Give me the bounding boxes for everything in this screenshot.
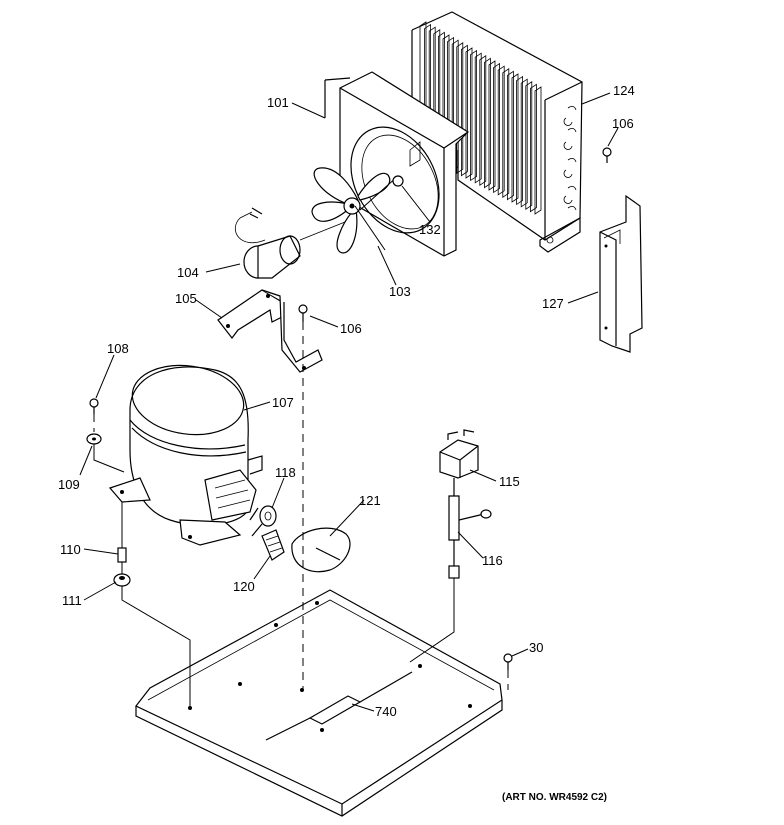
label-109: 109 bbox=[58, 477, 80, 492]
overload-relay bbox=[249, 505, 277, 537]
label-115: 115 bbox=[499, 474, 520, 489]
grommet-111 bbox=[113, 573, 131, 587]
label-103: 103 bbox=[389, 284, 411, 299]
condenser-fin bbox=[497, 65, 505, 196]
leader-lines bbox=[79, 92, 619, 712]
condenser-fin bbox=[474, 52, 482, 184]
condenser-fin bbox=[520, 78, 528, 208]
condenser-fin bbox=[507, 70, 514, 201]
label-127: 127 bbox=[542, 296, 564, 311]
label-121: 121 bbox=[359, 493, 381, 508]
condenser-fin bbox=[465, 47, 473, 179]
compressor bbox=[108, 364, 263, 546]
screw-106-lower bbox=[298, 304, 308, 322]
condenser-fin bbox=[470, 49, 477, 182]
filter-drier bbox=[265, 671, 413, 741]
screw-30 bbox=[503, 653, 513, 670]
label-101: 101 bbox=[267, 95, 289, 110]
relay-cover bbox=[291, 527, 351, 573]
condenser-fin bbox=[461, 44, 468, 177]
condenser-fin bbox=[525, 81, 533, 210]
solenoid-coil bbox=[439, 429, 479, 479]
label-106-lower: 106 bbox=[340, 321, 362, 336]
art-number: (ART NO. WR4592 C2) bbox=[502, 792, 607, 803]
base-plate bbox=[135, 589, 503, 817]
label-120: 120 bbox=[233, 579, 255, 594]
condenser-fin bbox=[516, 75, 523, 206]
fan-motor bbox=[235, 207, 346, 279]
label-116: 116 bbox=[482, 553, 503, 568]
fan-blade bbox=[311, 167, 404, 254]
spacer-110 bbox=[117, 547, 127, 563]
label-132: 132 bbox=[419, 222, 441, 237]
mounting-panel bbox=[599, 194, 643, 353]
label-124: 124 bbox=[613, 83, 635, 98]
label-107: 107 bbox=[272, 395, 294, 410]
condenser-fin bbox=[511, 73, 519, 203]
part-labels: 101 124 106 132 104 103 105 106 127 108 … bbox=[58, 83, 635, 803]
screw-108 bbox=[89, 398, 99, 414]
relay-clip bbox=[261, 529, 285, 561]
label-105: 105 bbox=[175, 291, 197, 306]
label-104: 104 bbox=[177, 265, 199, 280]
solenoid-valve bbox=[448, 478, 492, 579]
condenser-fin bbox=[488, 60, 496, 191]
label-108: 108 bbox=[107, 341, 129, 356]
screw-106-upper bbox=[602, 147, 612, 163]
condenser-fin bbox=[493, 62, 500, 194]
label-110: 110 bbox=[60, 542, 81, 557]
condenser-coil bbox=[411, 11, 583, 253]
condenser-fin bbox=[530, 83, 537, 213]
condenser-fin bbox=[502, 68, 510, 198]
label-30: 30 bbox=[529, 640, 543, 655]
label-118: 118 bbox=[275, 465, 296, 480]
condenser-fin bbox=[479, 55, 487, 186]
label-111: 111 bbox=[62, 593, 82, 608]
washer-109 bbox=[86, 433, 102, 445]
label-106-upper: 106 bbox=[612, 116, 634, 131]
condenser-fin bbox=[534, 86, 542, 215]
label-740: 740 bbox=[375, 704, 397, 719]
condenser-fin bbox=[484, 57, 491, 189]
motor-bracket bbox=[217, 289, 323, 373]
